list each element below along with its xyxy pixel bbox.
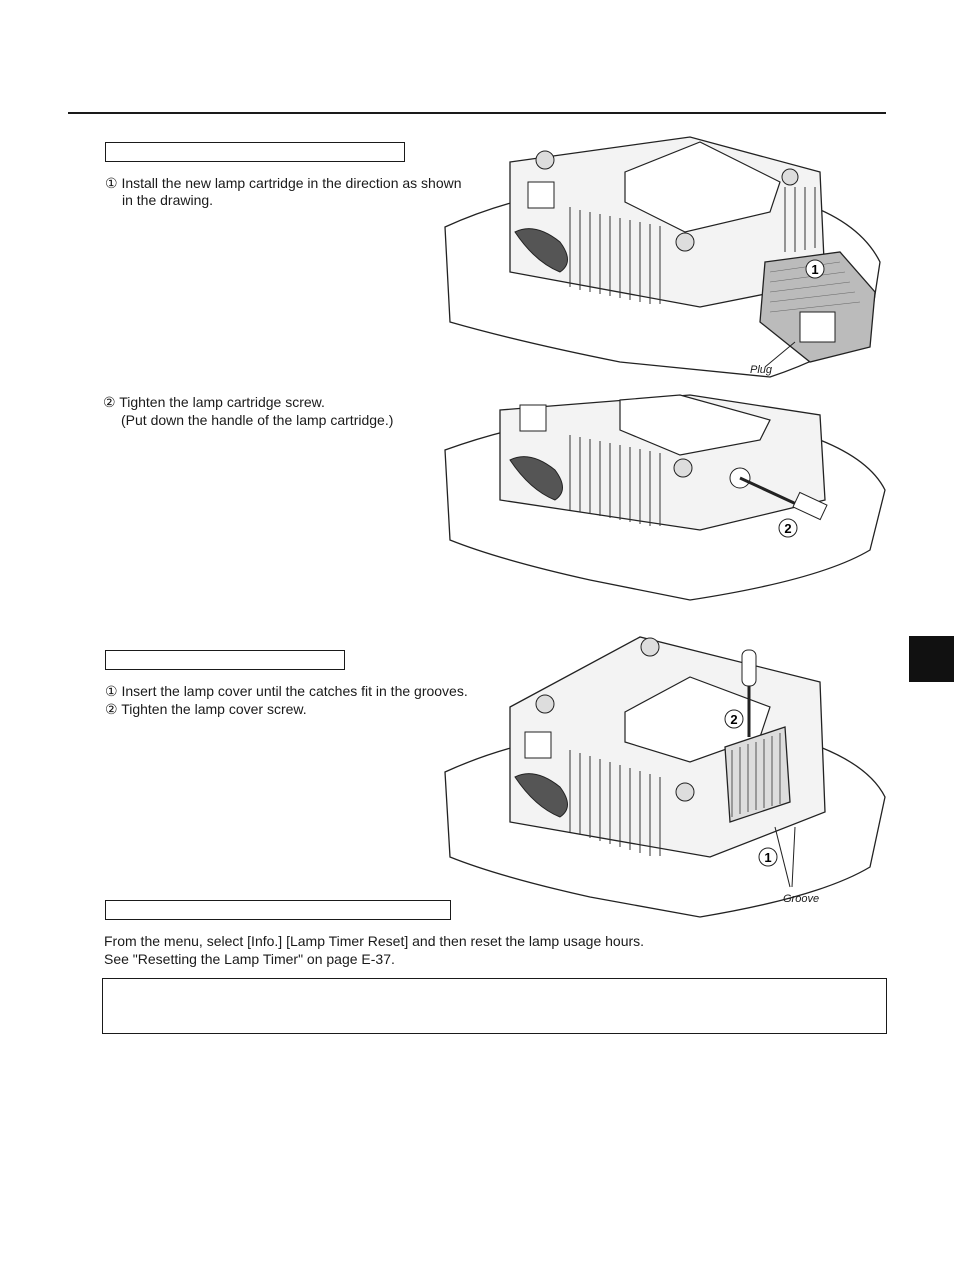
section-heading-box-install <box>105 142 405 162</box>
figure-install-cartridge: 1 <box>444 136 881 378</box>
figure-tighten-screw: 2 <box>444 394 886 601</box>
cover-step-2: ② Tighten the lamp cover screw. <box>105 701 307 717</box>
plug-label: Plug <box>750 364 773 376</box>
note-box <box>102 978 887 1034</box>
callout-2-cover: 2 <box>730 712 737 727</box>
callout-1: 1 <box>811 262 818 277</box>
install-step-2: ② Tighten the lamp cartridge screw. <box>103 394 325 410</box>
section-heading-box-timer <box>105 900 451 920</box>
timer-reset-reference: See "Resetting the Lamp Timer" on page E… <box>104 951 395 967</box>
callout-1-cover: 1 <box>764 850 771 865</box>
timer-reset-instruction: From the menu, select [Info.] [Lamp Time… <box>104 933 645 949</box>
chapter-tab <box>909 636 954 682</box>
install-step-1-cont: in the drawing. <box>122 192 214 208</box>
install-step-1: ① Install the new lamp cartridge in the … <box>105 175 462 191</box>
section-heading-box-cover <box>105 650 345 670</box>
install-step-2-note: (Put down the handle of the lamp cartrid… <box>121 412 394 428</box>
cover-step-1: ① Insert the lamp cover until the catche… <box>105 683 468 699</box>
header-rule <box>68 112 886 114</box>
groove-label: Groove <box>783 893 820 905</box>
callout-2: 2 <box>784 521 791 536</box>
figure-insert-cover: 2 1 <box>444 636 886 918</box>
